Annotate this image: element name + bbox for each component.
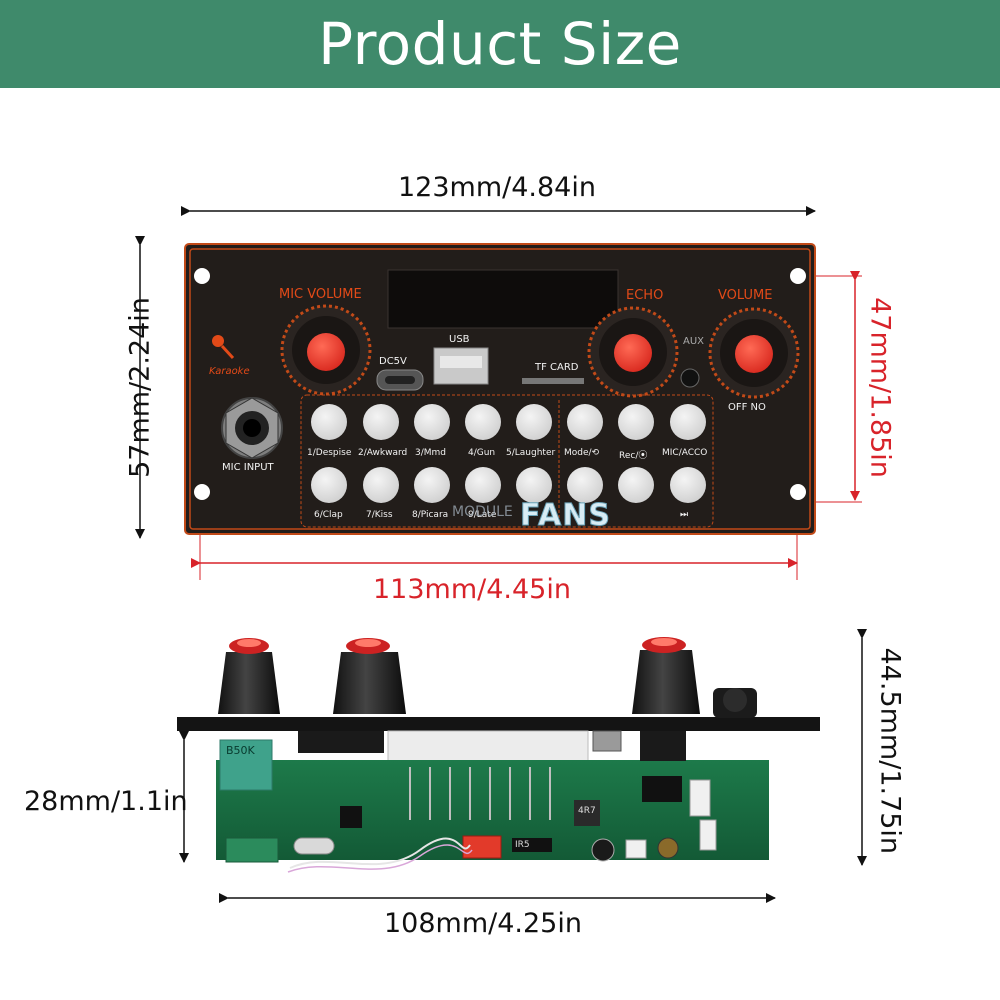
watermark: FANS — [520, 498, 611, 534]
ic-chip — [642, 776, 682, 802]
volume-label: VOLUME — [718, 288, 773, 303]
echo-label: ECHO — [626, 288, 664, 303]
aux-label: AUX — [683, 336, 705, 347]
button-label: 1/Despise — [307, 448, 352, 458]
display-window — [387, 269, 619, 329]
title-banner: Product Size — [0, 0, 1000, 88]
knob-2 — [333, 638, 406, 714]
tf-card-slot — [522, 378, 584, 384]
button-label: 4/Gun — [468, 448, 496, 458]
button-label: 5/Laughter — [506, 448, 556, 458]
pot-label: B50K — [226, 744, 255, 757]
mic-volume-label: MIC VOLUME — [279, 287, 362, 302]
off-no-label: OFF NO — [728, 402, 766, 413]
knob-3 — [632, 637, 700, 714]
button-label: 9/Late — [468, 510, 497, 520]
top-height-label: 57mm/2.24in — [124, 297, 156, 478]
mount-hole — [790, 484, 806, 500]
inductor — [574, 800, 600, 826]
usb-label: USB — [449, 334, 470, 345]
button-label: Mode/⟲ — [564, 448, 600, 458]
watermark-prefix: MODULE — [452, 504, 513, 520]
mount-hole — [790, 268, 806, 284]
pot-b50k — [219, 739, 273, 791]
button-label: MIC/ACCO — [662, 448, 708, 458]
mount-hole — [194, 484, 210, 500]
panel-plate — [177, 717, 820, 731]
knob-1 — [218, 638, 280, 714]
aux-jack — [680, 368, 700, 388]
next-icon: ⏭ — [680, 510, 689, 520]
top-width-label: 123mm/4.84in — [398, 172, 596, 203]
karaoke-label: Karaoke — [209, 366, 250, 377]
capacitor — [591, 838, 615, 862]
button-row-1 — [311, 404, 706, 440]
hole-width-label: 113mm/4.45in — [373, 574, 571, 605]
mount-hole — [194, 268, 210, 284]
inductor-label: 4R7 — [578, 806, 596, 816]
rs-label: IR5 — [515, 840, 530, 850]
button-label: Rec/⦿ — [619, 451, 648, 461]
white-connector — [689, 779, 711, 817]
hole-height-label: 47mm/1.85in — [864, 297, 896, 478]
total-height-label: 44.5mm/1.75in — [874, 647, 906, 855]
button-label: 2/Awkward — [358, 448, 408, 458]
button-label: 6/Clap — [314, 510, 343, 520]
page-title: Product Size — [318, 10, 682, 78]
button-label: 8/Picara — [412, 510, 449, 520]
mic-input-label: MIC INPUT — [222, 462, 274, 473]
board-width-label: 108mm/4.25in — [384, 908, 582, 939]
tf-card-label: TF CARD — [535, 362, 579, 373]
dc5v-label: DC5V — [379, 356, 407, 367]
ic-chip — [340, 806, 362, 828]
button-label: 3/Mmd — [415, 448, 447, 458]
button-row-2 — [311, 467, 706, 503]
button-label: 7/Kiss — [366, 510, 393, 520]
microphone-icon — [212, 335, 235, 360]
board-height-label: 28mm/1.1in — [24, 786, 188, 817]
